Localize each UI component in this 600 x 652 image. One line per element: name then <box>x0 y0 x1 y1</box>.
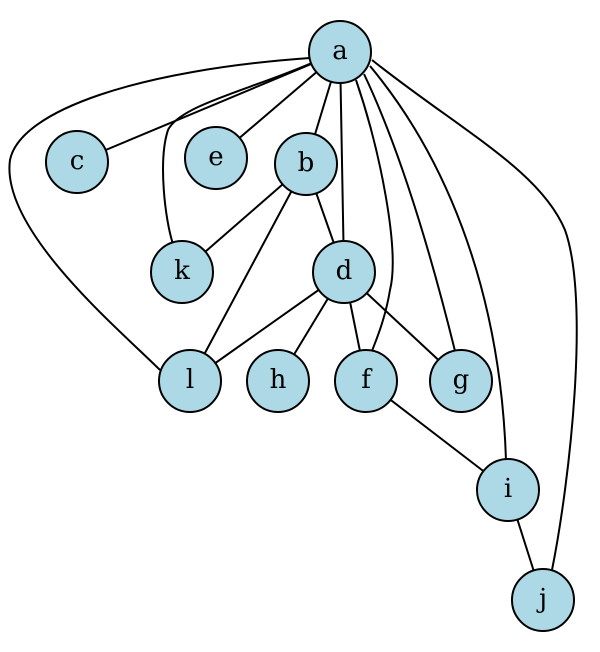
node-b: b <box>274 132 338 196</box>
node-d-label: d <box>336 256 353 286</box>
node-g-circle <box>429 349 493 413</box>
node-k-circle <box>150 240 214 304</box>
node-k-label: k <box>174 256 190 286</box>
node-i: i <box>476 458 540 522</box>
node-e-label: e <box>208 142 223 172</box>
node-d-circle <box>312 240 376 304</box>
node-j: j <box>511 568 575 632</box>
node-b-circle <box>274 132 338 196</box>
node-b-label: b <box>298 148 315 178</box>
node-l-circle <box>158 349 222 413</box>
edge-a-d <box>339 51 345 273</box>
node-j-circle <box>511 568 575 632</box>
edge-a-g <box>363 73 456 352</box>
node-c-label: c <box>70 146 85 176</box>
edge-a-j <box>371 59 578 571</box>
nodes-layer: a c e b k d l h f g i j <box>45 20 575 632</box>
node-i-circle <box>476 458 540 522</box>
node-c: c <box>45 130 109 194</box>
node-f-circle <box>334 349 398 413</box>
node-h: h <box>246 349 310 413</box>
node-d: d <box>312 240 376 304</box>
node-h-circle <box>246 349 310 413</box>
node-g-label: g <box>453 365 470 395</box>
node-e: e <box>184 126 248 190</box>
node-l: l <box>158 349 222 413</box>
node-a: a <box>308 20 372 84</box>
node-c-circle <box>45 130 109 194</box>
node-i-label: i <box>504 474 512 504</box>
node-l-label: l <box>186 365 194 395</box>
node-f: f <box>334 349 398 413</box>
node-f-label: f <box>361 365 373 395</box>
node-a-label: a <box>332 36 348 66</box>
edge-b-l <box>189 163 307 382</box>
edges-layer <box>8 51 578 601</box>
edge-a-k <box>162 61 315 245</box>
node-h-label: h <box>270 365 287 395</box>
node-k: k <box>150 240 214 304</box>
node-g: g <box>429 349 493 413</box>
node-j-label: j <box>536 584 547 614</box>
edge-a-f <box>355 79 394 352</box>
node-e-circle <box>184 126 248 190</box>
node-a-circle <box>308 20 372 84</box>
edge-a-l <box>8 57 311 371</box>
edge-a-i <box>369 65 507 461</box>
